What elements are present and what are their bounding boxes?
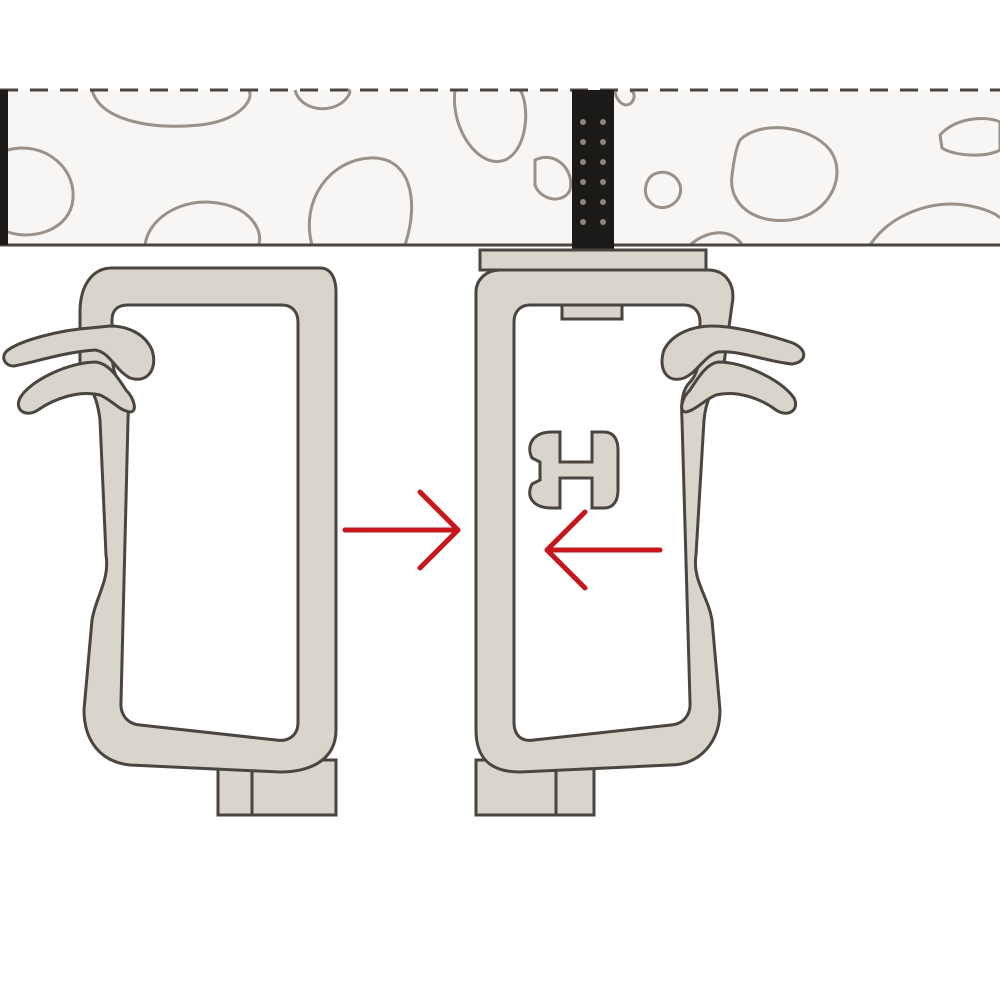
- h-connector-shape: [528, 430, 620, 510]
- aggregate-stone: [293, 88, 352, 111]
- aggregate-stone: [868, 202, 1000, 246]
- joint-perforations: [580, 119, 606, 225]
- cable-tray-clip-right: [474, 248, 806, 817]
- joint-hole: [580, 179, 586, 185]
- joint-hole: [600, 119, 606, 125]
- right-clip-window: [512, 303, 702, 742]
- aggregate-stone: [7, 146, 75, 237]
- slab-left-edge: [0, 90, 8, 245]
- slab-body: [0, 90, 1000, 245]
- joint-body: [572, 90, 614, 250]
- aggregate-stone: [452, 89, 528, 164]
- joint-hole: [600, 139, 606, 145]
- left-clip-upper-barb: [2, 324, 156, 381]
- joint-hole: [580, 219, 586, 225]
- aggregate-stone: [143, 200, 262, 246]
- right-clip-upper-barb: [660, 324, 806, 381]
- joint-hole: [600, 199, 606, 205]
- right-clip-lower-barb: [680, 360, 797, 415]
- joint-hole: [600, 219, 606, 225]
- joint-hole: [580, 159, 586, 165]
- aggregate-stone: [533, 155, 573, 201]
- push-left-arrow-head: [544, 509, 588, 591]
- push-left-arrow: [544, 509, 663, 591]
- aggregate-stone: [90, 88, 252, 128]
- slab-aggregate: [7, 88, 1000, 247]
- aggregate-stone: [938, 116, 1000, 157]
- push-right-arrow-head: [417, 489, 461, 571]
- joint-hole: [600, 159, 606, 165]
- cable-tray-clip-left: [2, 266, 338, 817]
- concrete-slab: [0, 88, 1000, 247]
- h-connector: [528, 430, 620, 510]
- joint-hole: [580, 139, 586, 145]
- expansion-joint: [572, 90, 614, 250]
- aggregate-stone: [613, 88, 636, 107]
- joint-hole: [600, 179, 606, 185]
- joint-hole: [580, 199, 586, 205]
- right-clip-slot: [560, 303, 624, 321]
- aggregate-stone: [307, 156, 413, 246]
- joint-hole: [580, 119, 586, 125]
- aggregate-stone: [730, 126, 839, 223]
- aggregate-stone: [643, 170, 683, 209]
- push-right-arrow: [342, 489, 461, 571]
- right-clip-cap: [478, 248, 708, 272]
- left-clip-lower-barb: [17, 360, 136, 415]
